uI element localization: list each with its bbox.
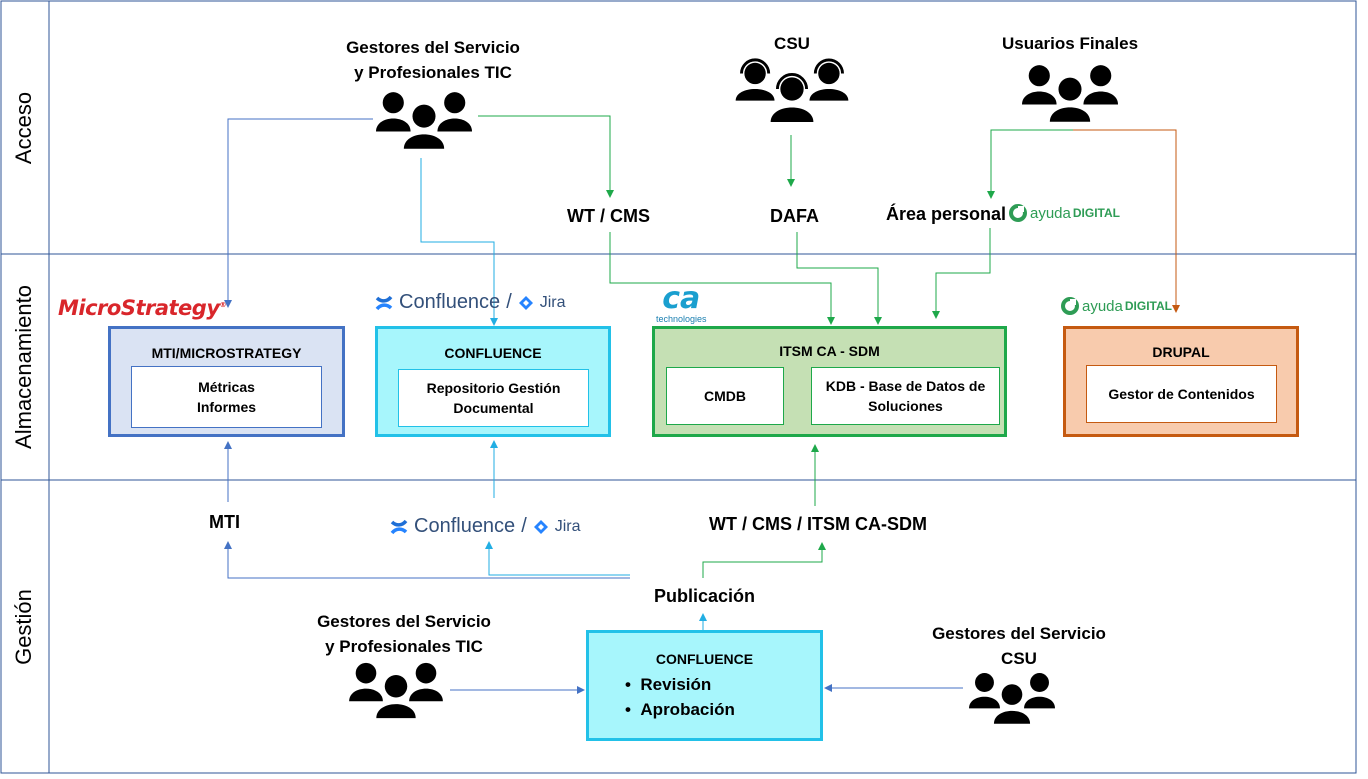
edge-usuarios-drupal — [1073, 129, 1180, 313]
edge-dafa-itsm — [796, 232, 882, 325]
metricas-informes: Métricas Informes — [131, 366, 322, 428]
edge-publicacion-confluence — [485, 541, 630, 576]
kdb-base-de-datos: KDB - Base de Datos de Soluciones — [811, 367, 1000, 425]
confluence-review-box[interactable]: CONFLUENCE • Revisión • Aprobación — [586, 630, 823, 741]
label-mti: MTI — [209, 512, 240, 532]
microstrategy-logo: MicroStrategy® — [58, 296, 227, 320]
box-title: ITSM CA - SDM — [779, 343, 880, 359]
label-wt-cms: WT / CMS — [567, 206, 650, 226]
actor-gestores-bottom-left-label: Gestores del Servicio y Profesionales TI… — [317, 612, 491, 656]
box-title: CONFLUENCE — [655, 651, 754, 667]
edge-gestores-confluence — [420, 158, 498, 326]
edge-gestores-microstrategy — [224, 118, 373, 308]
repositorio-gestion-documental: Repositorio Gestión Documental — [398, 369, 589, 427]
label-area-personal: Área personal — [886, 204, 1007, 224]
confluence-icon — [375, 295, 393, 310]
jira-icon — [518, 295, 533, 310]
edge-publicacion-mti — [224, 541, 630, 579]
lane-label-almacenamiento: Almacenamiento — [11, 285, 36, 449]
confluence-jira-logo: Confluence / Jira — [375, 291, 566, 314]
box-title: CONFLUENCE — [444, 345, 542, 361]
label-wt-cms-itsm: WT / CMS / ITSM CA-SDM — [709, 514, 927, 534]
box-title: DRUPAL — [1152, 344, 1210, 360]
confluence-jira-logo: Confluence / Jira — [390, 515, 581, 538]
edge-usuarios-areapersonal — [987, 129, 1073, 199]
list-item: • Aprobación — [625, 699, 735, 719]
box-title: MTI/MICROSTRATEGY — [151, 345, 302, 361]
edge-wtcms-itsm — [609, 232, 835, 325]
edge-gestores-wtcms — [478, 115, 614, 198]
edge-publicacion-wtitsm — [702, 542, 826, 578]
label-publicacion: Publicación — [654, 586, 756, 606]
itsm-ca-sdm-box[interactable]: ITSM CA - SDM CMDB KDB - Base de Datos d… — [652, 326, 1007, 437]
cmdb: CMDB — [666, 367, 784, 425]
actor-usuarios-finales-label: Usuarios Finales — [1001, 34, 1139, 53]
people-group-icon — [1022, 62, 1118, 124]
ayuda-digital-mark-icon — [1061, 297, 1079, 315]
actor-csu-label: CSU — [774, 34, 810, 53]
people-group-icon — [969, 670, 1055, 726]
ayuda-digital-mark-icon — [1009, 204, 1027, 222]
people-group-icon — [376, 89, 472, 151]
jira-icon — [533, 519, 548, 534]
lane-label-gestion: Gestión — [11, 588, 37, 665]
gestor-de-contenidos: Gestor de Contenidos — [1086, 365, 1277, 423]
mti-microstrategy-box[interactable]: MTI/MICROSTRATEGY Métricas Informes — [108, 326, 345, 437]
ca-technologies-logo: ca technologies — [656, 281, 707, 325]
drupal-box[interactable]: DRUPAL Gestor de Contenidos — [1063, 326, 1299, 437]
label-dafa: DAFA — [770, 206, 819, 226]
headset-group-icon — [733, 56, 851, 124]
confluence-icon — [390, 519, 408, 534]
review-steps-list: • Revisión • Aprobación — [625, 673, 735, 722]
confluence-box[interactable]: CONFLUENCE Repositorio Gestión Documenta… — [375, 326, 611, 437]
actor-gestores-bottom-right-label: Gestores del Servicio CSU — [932, 624, 1106, 668]
lane-label-acceso: Acceso — [11, 91, 36, 164]
actor-gestores-top-label: Gestores del Servicio y Profesionales TI… — [346, 38, 520, 82]
list-item: • Revisión — [625, 675, 712, 694]
people-group-icon — [349, 660, 443, 720]
edge-areapersonal-itsm — [932, 228, 991, 319]
